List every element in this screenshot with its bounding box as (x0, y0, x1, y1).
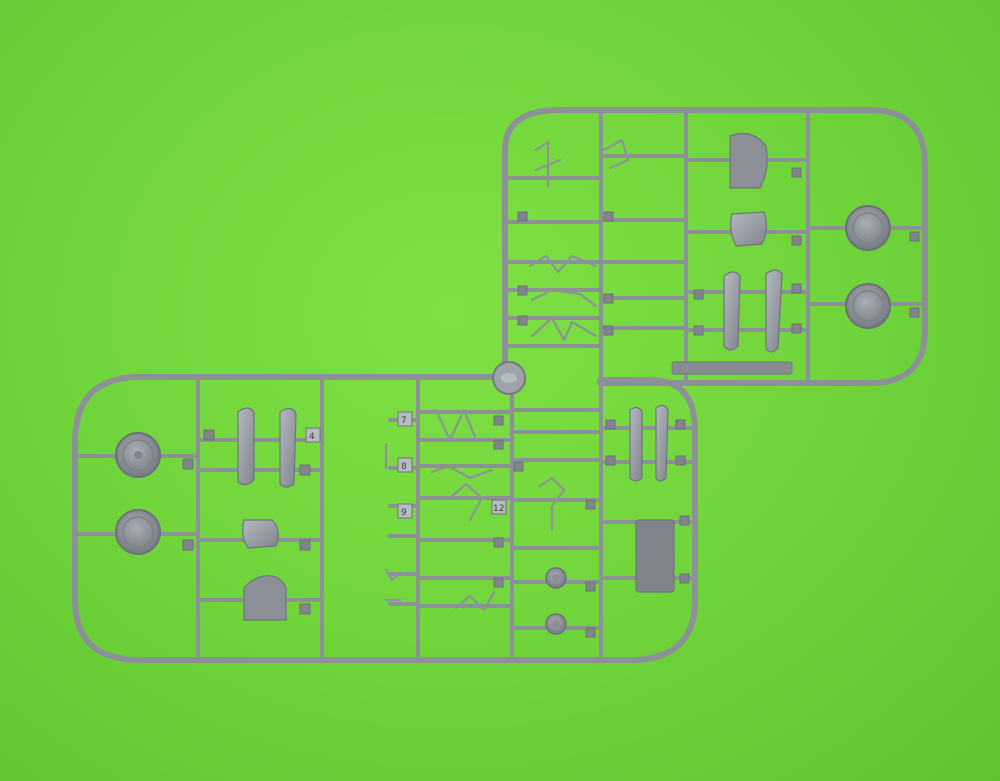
sprue-frame (72, 107, 928, 663)
part-number-tabs (305, 411, 507, 519)
part-number-label: 9 (401, 508, 407, 518)
part-number-label: 12 (493, 504, 504, 514)
detail-parts (384, 138, 630, 612)
sprue-center-hub (492, 361, 526, 395)
plate-parts (242, 133, 768, 621)
part-number-label: 8 (401, 462, 407, 472)
sprue-gates (182, 167, 920, 638)
wheel-parts (115, 205, 891, 635)
part-number-label: 7 (401, 416, 407, 426)
strut-parts (237, 269, 783, 488)
part-number-label: 4 (309, 432, 315, 442)
molded-inscription (671, 361, 793, 375)
